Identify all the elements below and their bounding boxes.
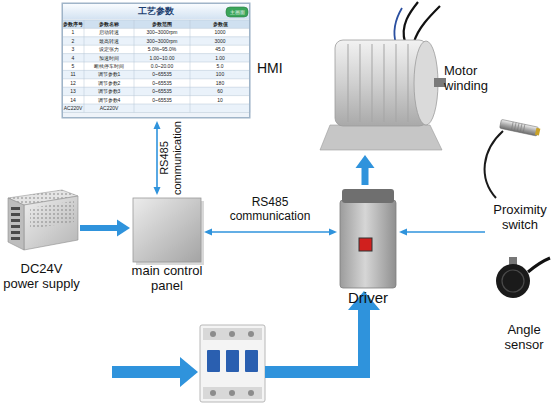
table-cell: 5 <box>62 62 84 70</box>
table-cell: 100 <box>190 70 250 78</box>
node-label: Angle sensor <box>495 323 553 353</box>
motor-winding: Motor winding <box>322 2 442 152</box>
arrow-head <box>399 229 407 236</box>
table-cell: 60 <box>190 87 250 95</box>
connector-line <box>80 225 118 231</box>
table-cell: 300~3000rpm <box>134 28 190 36</box>
table-cell: 14 <box>62 96 84 104</box>
angle-sensor: Angle sensor <box>495 255 553 350</box>
arrow-head <box>154 187 161 195</box>
connector-line <box>211 231 330 233</box>
node-label: Motor winding <box>444 64 506 94</box>
table-cell: 参数值 <box>190 20 250 28</box>
power-supply: DC24V power supply <box>5 192 77 250</box>
table-cell: 1000 <box>190 28 250 36</box>
table-cell: 3000 <box>190 37 250 45</box>
connector-arrow <box>399 229 485 236</box>
table-cell: 5.0 <box>190 62 250 70</box>
table-cell: 1 <box>62 28 84 36</box>
connector-arrow <box>204 229 337 236</box>
table-cell: 参数范围 <box>134 20 190 28</box>
table-cell: AC220V <box>62 104 84 112</box>
connector-line <box>406 231 485 233</box>
arrow-head <box>329 229 337 236</box>
table-cell: 4 <box>62 54 84 62</box>
table-cell: 0~65535 <box>134 87 190 95</box>
table-cell: 10 <box>190 96 250 104</box>
table-cell: 45.0 <box>190 45 250 53</box>
table-cell: 0~65535 <box>134 96 190 104</box>
arrow-head <box>356 155 375 168</box>
hmi-screen <box>62 3 250 118</box>
power-supply-unit <box>8 190 78 250</box>
table-cell: 断线停车时间 <box>84 62 134 70</box>
motor-illustration <box>320 2 446 150</box>
table-cell: 调节参数3 <box>84 87 134 95</box>
connector-label: RS485 communication <box>223 196 318 224</box>
table-cell: 0.0~20.00 <box>134 62 190 70</box>
table-cell: 调节参数4 <box>84 96 134 104</box>
driver-unit <box>340 189 396 288</box>
table-cell: 13 <box>62 87 84 95</box>
connector-line <box>362 167 369 185</box>
table-cell: 5.0%~95.0% <box>134 45 190 53</box>
proximity-switch-illustration <box>485 119 541 198</box>
node-label: main control panel <box>122 264 212 294</box>
table-cell: 1.00~10.00 <box>134 54 190 62</box>
table-cell: 180 <box>190 79 250 87</box>
table-cell: 设定张力 <box>84 45 134 53</box>
connector-label: RS485 communication <box>158 117 183 199</box>
table-cell: 参数名称 <box>84 20 134 28</box>
connector-line <box>156 128 158 188</box>
node-label: Proximity switch <box>488 203 552 233</box>
node-label: Driver <box>336 289 400 306</box>
table-cell: 0~65535 <box>134 79 190 87</box>
connector-arrow <box>80 220 130 237</box>
table-cell: 调节参数1 <box>84 70 134 78</box>
angle-sensor-illustration <box>496 257 550 298</box>
control-board: main control panel <box>133 198 201 262</box>
control-panel-box <box>133 198 204 265</box>
table-cell: 11 <box>62 70 84 78</box>
proximity-switch: Proximity switch <box>488 115 552 237</box>
table-cell: 启动转速 <box>84 28 134 36</box>
driver-box: Driver <box>340 188 396 288</box>
arrow-head <box>154 121 161 129</box>
screen-button: 主画面 <box>226 7 248 17</box>
circuit-breaker <box>200 325 265 402</box>
table-cell: AC220V <box>84 104 134 112</box>
arrow-head <box>117 220 130 237</box>
table-cell: 0~65535 <box>134 70 190 78</box>
screen-title: 工艺参数 <box>62 4 250 19</box>
node-label: HMI <box>257 60 297 76</box>
table-cell: 3 <box>62 45 84 53</box>
table-cell: 12 <box>62 79 84 87</box>
table-cell: 加速时间 <box>84 54 134 62</box>
table-cell: 1.00 <box>190 54 250 62</box>
table-cell: 参数序号 <box>62 20 84 28</box>
power-feed-arrow <box>112 357 198 387</box>
table-cell: 2 <box>62 37 84 45</box>
table-cell: 300~3000rpm <box>134 37 190 45</box>
table-cell: 最高转速 <box>84 37 134 45</box>
node-label: DC24V power supply <box>2 262 81 292</box>
table-cell: 调节参数2 <box>84 79 134 87</box>
arrow-head <box>204 229 212 236</box>
connector-arrow <box>356 155 375 185</box>
